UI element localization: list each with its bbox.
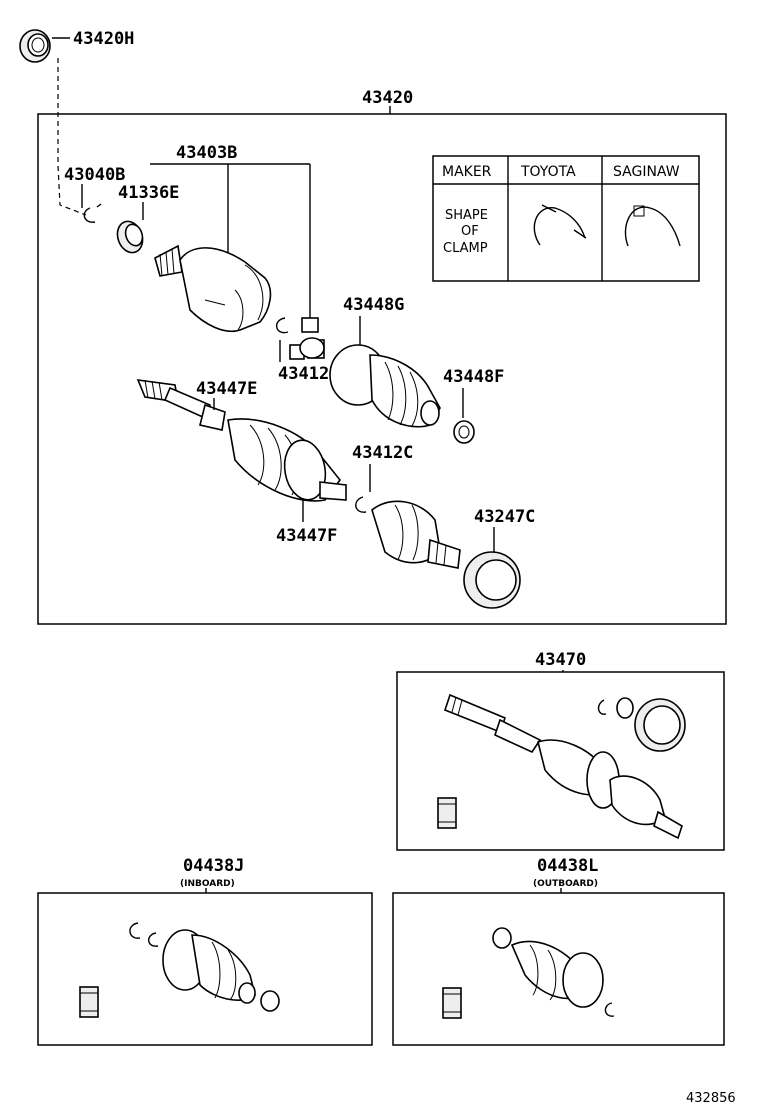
snap-ring-04438J-a[interactable] (129, 922, 141, 939)
table-row-label-2: OF (461, 224, 479, 239)
grease-tube-04438J[interactable] (79, 986, 99, 1018)
inboard-joint-housing[interactable] (154, 244, 272, 332)
label-04438J[interactable]: 04438J (183, 856, 244, 876)
label-43470[interactable]: 43470 (535, 650, 586, 670)
snap-ring-43412B[interactable] (276, 317, 289, 334)
label-43447F[interactable]: 43447F (276, 526, 337, 546)
label-43448F[interactable]: 43448F (443, 367, 504, 387)
assembly-43470-box (396, 671, 725, 851)
table-header-toyota: TOYOTA (520, 164, 576, 180)
label-41336E[interactable]: 41336E (118, 183, 179, 203)
outboard-boot-43447F[interactable] (227, 418, 347, 503)
label-43448G[interactable]: 43448G (343, 295, 404, 315)
boot-04438L[interactable] (510, 940, 604, 1008)
clamp-43470[interactable] (616, 697, 634, 719)
label-04438J-note: (INBOARD) (180, 879, 235, 889)
table-header-maker: MAKER (442, 164, 492, 180)
table-header-saginaw: SAGINAW (613, 164, 680, 180)
clamp-43448F[interactable] (453, 420, 475, 444)
snap-ring-04438J-b[interactable] (148, 932, 159, 947)
grease-tube-04438L[interactable] (442, 987, 462, 1019)
boot-04438J[interactable] (162, 929, 256, 1004)
table-row-label-1: SHAPE (445, 208, 488, 223)
ring-41336E[interactable] (113, 218, 146, 256)
ring-43470[interactable] (634, 698, 686, 752)
snap-ring-43040B[interactable] (83, 203, 102, 223)
inboard-boot-43448G[interactable] (329, 344, 441, 428)
clamp-table (432, 155, 700, 282)
clamp-04438J[interactable] (260, 990, 280, 1012)
snap-ring-04438L[interactable] (604, 1002, 615, 1017)
label-43040B[interactable]: 43040B (64, 165, 125, 185)
ring-43247C[interactable] (463, 551, 521, 609)
label-04438L-note: (OUTBOARD) (533, 879, 598, 889)
shaft-assembly-43470[interactable] (444, 693, 683, 840)
toyota-clamp-icon (533, 207, 586, 246)
label-43420[interactable]: 43420 (362, 88, 413, 108)
label-43447E[interactable]: 43447E (196, 379, 257, 399)
label-43412B[interactable]: 43412B (278, 364, 339, 384)
saginaw-clamp-icon (624, 206, 681, 247)
outboard-joint[interactable] (371, 500, 461, 569)
label-43420H[interactable]: 43420H (73, 29, 134, 49)
label-43412C[interactable]: 43412C (352, 443, 413, 463)
snap-ring-43412C[interactable] (355, 496, 367, 513)
clamp-04438L[interactable] (492, 927, 512, 949)
kit-04438L-box (392, 892, 725, 1046)
table-row-label-3: CLAMP (443, 241, 488, 256)
label-43403B[interactable]: 43403B (176, 143, 237, 163)
label-04438L[interactable]: 04438L (537, 856, 598, 876)
assembly-43420-box (37, 113, 727, 625)
drive-shaft[interactable] (136, 379, 226, 431)
diagram-id: 432856 (686, 1091, 736, 1106)
kit-04438J-box (37, 892, 373, 1046)
label-43247C[interactable]: 43247C (474, 507, 535, 527)
grease-tube-43470[interactable] (437, 797, 457, 829)
part-43420H-seal[interactable] (19, 29, 51, 63)
tripod-joint[interactable] (289, 317, 325, 360)
